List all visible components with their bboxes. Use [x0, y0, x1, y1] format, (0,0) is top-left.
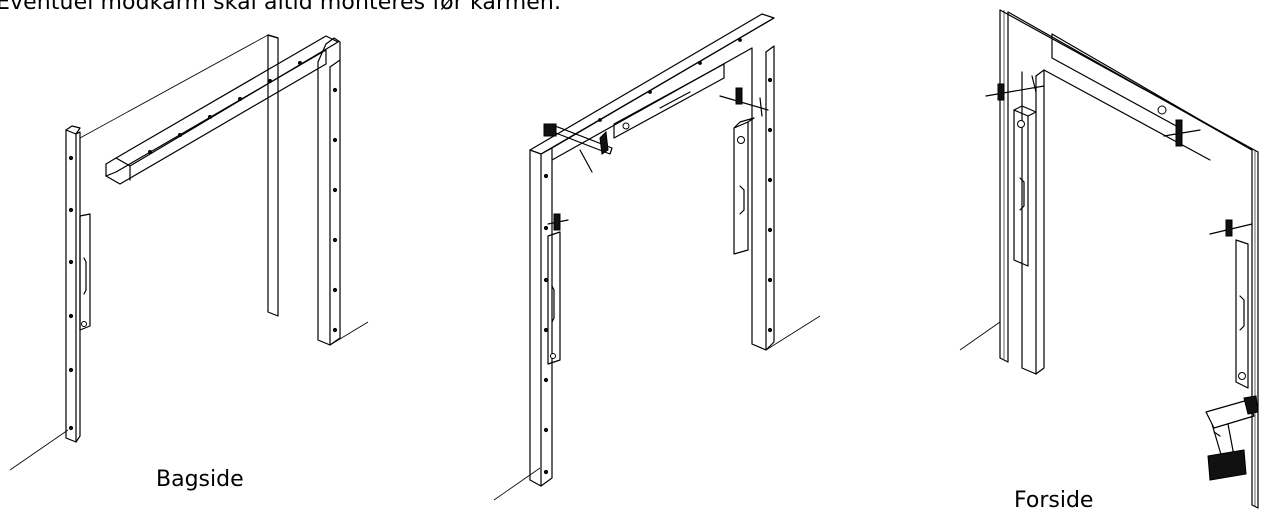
figure-caption-back: Bagside [156, 467, 244, 492]
clamp-icon [1209, 219, 1253, 237]
figure-back-frame [9, 34, 369, 471]
figure-caption-front: Forside [1014, 488, 1094, 513]
clamp-icon [543, 123, 613, 173]
clamp-icon [1163, 119, 1201, 147]
cordless-drill-icon [1205, 395, 1259, 481]
clamp-icon [985, 75, 1045, 101]
clamp-icon [547, 213, 569, 231]
figure-middle-frame [493, 13, 821, 501]
figure-front-frame [959, 9, 1259, 509]
clamp-icon [719, 87, 769, 117]
instruction-text: Eventuel modkarm skal altid monteres før… [0, 0, 562, 15]
